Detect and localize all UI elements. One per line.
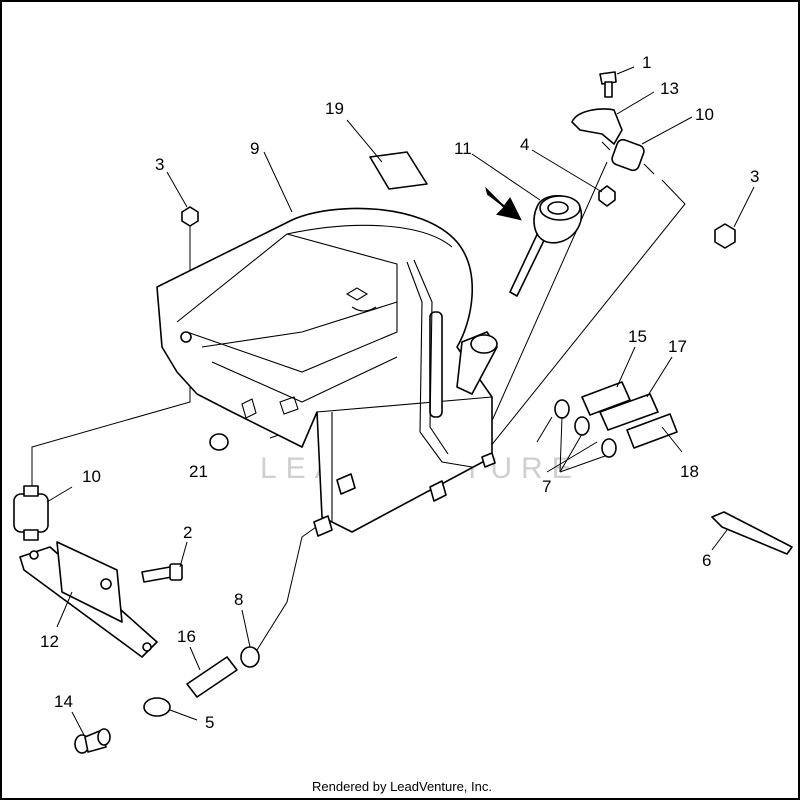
nut-3-right (714, 223, 736, 249)
callout-10-upper: 10 (695, 105, 714, 124)
callout-1: 1 (642, 53, 651, 72)
callout-15: 15 (628, 327, 647, 346)
clamp-5 (143, 697, 171, 717)
bolt-2 (141, 563, 183, 583)
callout-21: 21 (189, 462, 208, 481)
callout-16: 16 (177, 627, 196, 646)
rubber-mount-upper (601, 138, 655, 175)
callout-5: 5 (205, 713, 214, 732)
callout-labels: 1 13 10 4 3 11 19 9 3 15 17 18 7 6 21 10… (40, 53, 759, 732)
callout-lines (46, 66, 755, 736)
decal-19 (369, 151, 428, 190)
plug-21 (209, 433, 229, 451)
callout-4: 4 (520, 135, 529, 154)
callout-10-lower: 10 (82, 467, 101, 486)
callout-8: 8 (234, 590, 243, 609)
oil-tank (156, 207, 498, 537)
hose-18 (626, 413, 678, 449)
fastener-14 (74, 728, 111, 754)
callout-17: 17 (668, 337, 687, 356)
callout-18: 18 (680, 462, 699, 481)
callout-2: 2 (183, 523, 192, 542)
bolt-1 (599, 71, 617, 98)
hose-17 (599, 393, 659, 431)
arrow-icon (485, 186, 522, 221)
rubber-mount-lower (13, 485, 49, 541)
render-credit: Rendered by LeadVenture, Inc. (312, 779, 492, 794)
cable-tie-6 (711, 511, 793, 555)
callout-19: 19 (325, 99, 344, 118)
mounting-bracket-12 (19, 541, 158, 658)
callout-13: 13 (660, 79, 679, 98)
callout-14: 14 (54, 692, 73, 711)
callout-3-left: 3 (155, 155, 164, 174)
nut-4 (598, 185, 616, 207)
bracket-13 (571, 108, 623, 145)
callout-7: 7 (542, 477, 551, 496)
clamp-7-set (554, 399, 617, 458)
callout-6: 6 (702, 551, 711, 570)
callout-12: 12 (40, 632, 59, 651)
callout-9: 9 (250, 139, 259, 158)
nut-3-left (181, 206, 199, 227)
clamp-8 (240, 646, 260, 668)
hose-16 (186, 656, 238, 698)
callout-11: 11 (454, 139, 472, 158)
callout-3-right: 3 (750, 167, 759, 186)
dipstick (509, 194, 583, 297)
hose-15 (581, 381, 631, 416)
